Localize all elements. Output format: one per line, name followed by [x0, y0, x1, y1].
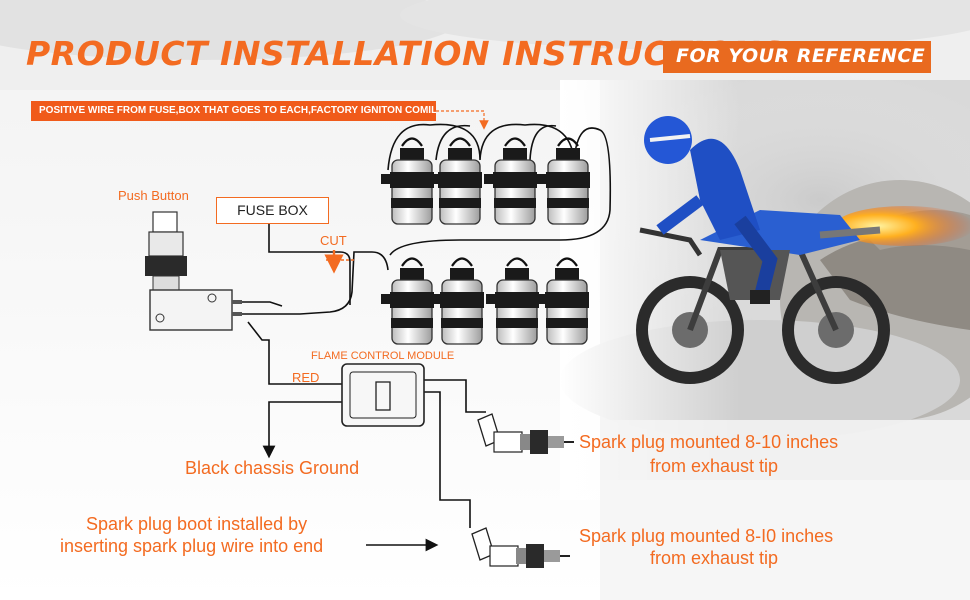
red-wire-label: RED	[292, 370, 320, 385]
exhaust-flame	[835, 206, 970, 246]
coil-chain-wire	[387, 123, 612, 256]
spark-plug-top	[477, 413, 574, 454]
push-button-switch	[145, 211, 242, 331]
reference-tag	[663, 41, 931, 73]
boot-note-line2: inserting spark plug wire into end	[60, 536, 324, 556]
boot-note-line1: Spark plug boot installed by	[86, 514, 308, 534]
note-pointer-arrow	[436, 110, 489, 130]
reference-tag-label: FOR YOUR REFERENCE	[676, 45, 926, 67]
ignition-coil	[482, 137, 539, 226]
cut-label: CUT	[320, 233, 347, 248]
spark-plug-bottom	[471, 527, 570, 568]
page-title: PRODUCT INSTALLATION INSTRUCTIONS	[26, 34, 785, 73]
spark-plug-bottom-line1: Spark plug mounted 8-I0 inches	[579, 526, 834, 546]
spark-plug-top-line1: Spark plug mounted 8-10 inches	[579, 432, 839, 452]
ignition-coil	[429, 257, 486, 346]
module-label: FLAME CONTROL MODULE	[311, 350, 455, 362]
ignition-coil	[535, 137, 592, 226]
ignition-coil	[484, 257, 541, 346]
motorcycle-photo	[636, 116, 890, 384]
ignition-coil	[379, 257, 436, 346]
spark-plug-top-line2: from exhaust tip	[650, 456, 779, 476]
wires	[242, 224, 486, 552]
ignition-coil	[379, 137, 436, 226]
ignition-coil	[534, 257, 591, 346]
ground-label: Black chassis Ground	[185, 458, 360, 478]
fuse-box: FUSE BOX	[216, 197, 329, 224]
ignition-coils	[379, 137, 592, 346]
push-button-label: Push Button	[118, 188, 189, 203]
flame-control-module	[341, 363, 425, 427]
spark-plug-bottom-line2: from exhaust tip	[650, 548, 779, 568]
positive-wire-note: POSITIVE WIRE FROM FUSE,BOX THAT GOES TO…	[31, 101, 436, 121]
